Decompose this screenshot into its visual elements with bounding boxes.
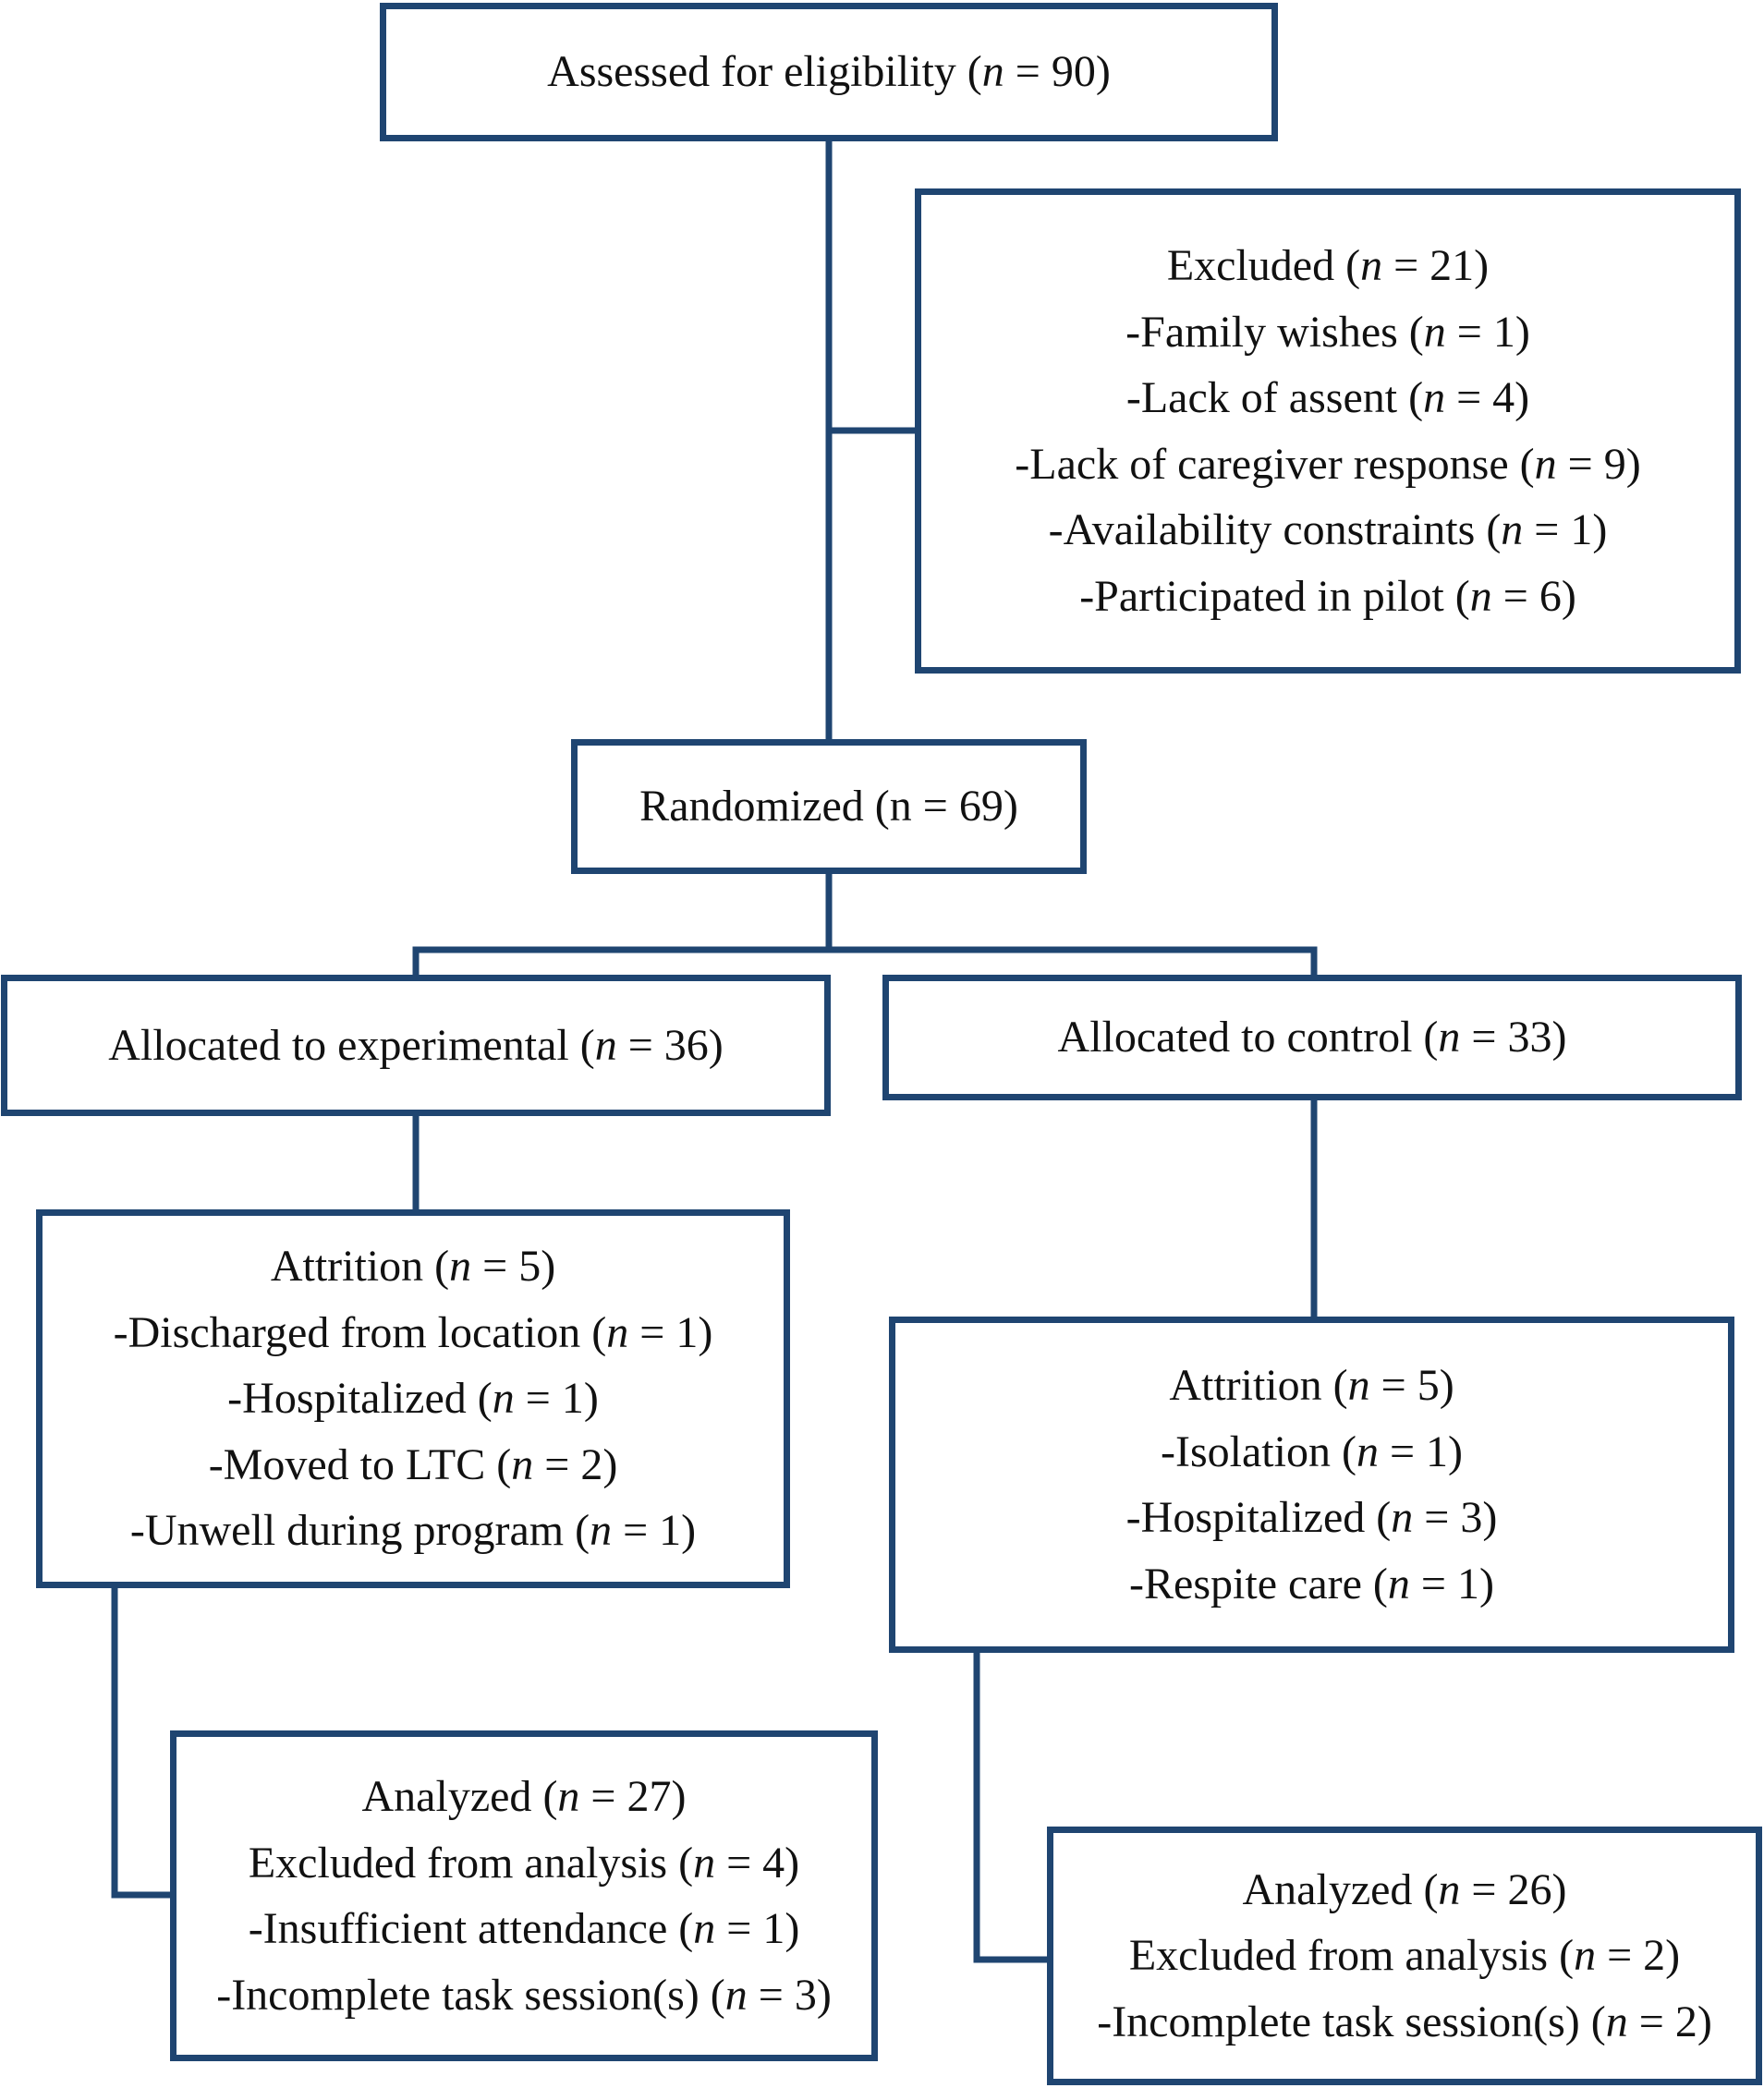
analyzed-experimental-title: Analyzed (n = 27)	[361, 1772, 687, 1821]
excluded-item: -Family wishes (n = 1)	[1125, 307, 1530, 357]
box-attrition-control: Attrition (n = 5) -Isolation (n = 1) -Ho…	[889, 1317, 1734, 1653]
attrition-control-item: -Hospitalized (n = 3)	[1125, 1493, 1498, 1542]
allocated-control-line: Allocated to control (n = 33)	[1057, 1013, 1567, 1062]
box-randomized: Randomized (n = 69)	[571, 739, 1087, 874]
analyzed-experimental-item: -Incomplete task session(s) (n = 3)	[216, 1970, 832, 2020]
assessed-line: Assessed for eligibility (n = 90)	[547, 47, 1111, 97]
excluded-item: -Participated in pilot (n = 6)	[1079, 571, 1576, 621]
attrition-control-item: -Respite care (n = 1)	[1129, 1559, 1494, 1608]
excluded-item: -Lack of caregiver response (n = 9)	[1015, 439, 1641, 489]
box-excluded: Excluded (n = 21) -Family wishes (n = 1)…	[915, 188, 1741, 674]
attrition-experimental-item: -Moved to LTC (n = 2)	[208, 1439, 618, 1489]
analyzed-experimental-item: Excluded from analysis (n = 4)	[248, 1838, 800, 1888]
attrition-control-title: Attrition (n = 5)	[1169, 1361, 1454, 1410]
attrition-experimental-item: -Discharged from location (n = 1)	[113, 1307, 713, 1357]
excluded-title: Excluded (n = 21)	[1166, 241, 1490, 290]
connector-split-bar	[412, 946, 1318, 977]
attrition-experimental-title: Attrition (n = 5)	[270, 1242, 556, 1292]
box-allocated-control: Allocated to control (n = 33)	[882, 975, 1742, 1100]
excluded-item: -Availability constraints (n = 1)	[1048, 505, 1608, 554]
attrition-control-item: -Isolation (n = 1)	[1160, 1426, 1463, 1476]
box-analyzed-control: Analyzed (n = 26) Excluded from analysis…	[1047, 1827, 1762, 2085]
box-assessed: Assessed for eligibility (n = 90)	[380, 3, 1278, 141]
analyzed-control-title: Analyzed (n = 26)	[1242, 1864, 1567, 1914]
excluded-item: -Lack of assent (n = 4)	[1125, 373, 1530, 422]
allocated-experimental-line: Allocated to experimental (n = 36)	[108, 1020, 724, 1070]
analyzed-experimental-item: -Insufficient attendance (n = 1)	[248, 1904, 800, 1953]
attrition-experimental-item: -Unwell during program (n = 1)	[129, 1506, 697, 1556]
connector-ctrl-to-analyzed	[973, 1649, 1050, 1963]
analyzed-control-item: Excluded from analysis (n = 2)	[1128, 1931, 1681, 1981]
analyzed-control-item: -Incomplete task session(s) (n = 2)	[1097, 1997, 1712, 2046]
connector-exp-to-analyzed	[111, 1585, 173, 1899]
box-attrition-experimental: Attrition (n = 5) -Discharged from locat…	[36, 1209, 790, 1588]
attrition-experimental-item: -Hospitalized (n = 1)	[227, 1374, 599, 1424]
box-allocated-experimental: Allocated to experimental (n = 36)	[1, 975, 831, 1116]
box-analyzed-experimental: Analyzed (n = 27) Excluded from analysis…	[170, 1730, 878, 2061]
randomized-line: Randomized (n = 69)	[639, 782, 1018, 832]
